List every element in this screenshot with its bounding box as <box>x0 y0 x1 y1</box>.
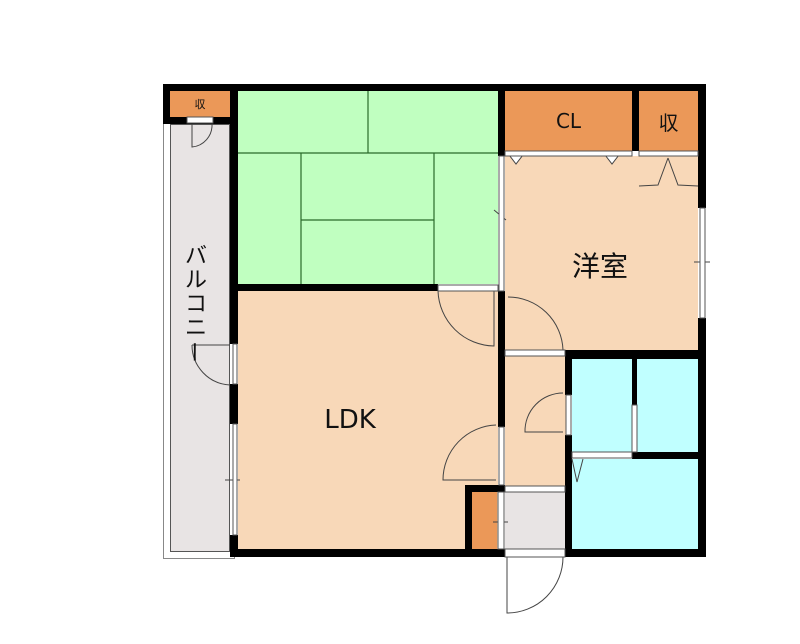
wall <box>498 84 505 156</box>
western-room <box>505 156 698 350</box>
wall <box>565 350 572 395</box>
wall <box>565 350 706 359</box>
wall <box>565 435 572 557</box>
wall <box>632 359 637 405</box>
shoe-storage <box>472 492 497 549</box>
wall <box>230 549 506 557</box>
storage-right-label: 収 <box>658 110 679 135</box>
entrance <box>505 492 567 549</box>
hallway <box>505 356 567 486</box>
wall <box>698 84 706 208</box>
ldk-label: LDK <box>324 405 376 435</box>
wall <box>632 84 639 151</box>
ldk <box>238 291 498 549</box>
wall <box>230 384 238 424</box>
wall <box>163 84 170 124</box>
wall <box>465 485 505 492</box>
toilet <box>637 359 698 452</box>
wall <box>565 549 706 557</box>
closet-label: CL <box>555 109 582 133</box>
closet <box>505 91 632 151</box>
wall <box>498 291 505 427</box>
storage-left <box>170 91 230 117</box>
storage-left-label: 収 <box>194 98 206 111</box>
wall <box>163 84 706 91</box>
wall <box>230 84 238 344</box>
wall <box>465 485 472 557</box>
storage-right <box>639 91 698 151</box>
wall <box>698 318 706 557</box>
wall <box>632 452 706 459</box>
balcony <box>170 124 230 552</box>
bathroom <box>572 459 698 549</box>
wall <box>230 535 238 557</box>
washroom <box>572 359 632 452</box>
balcony-label: バ ル コ ニ ー <box>180 244 207 364</box>
western-room-label: 洋室 <box>571 250 628 283</box>
wall <box>238 284 438 291</box>
